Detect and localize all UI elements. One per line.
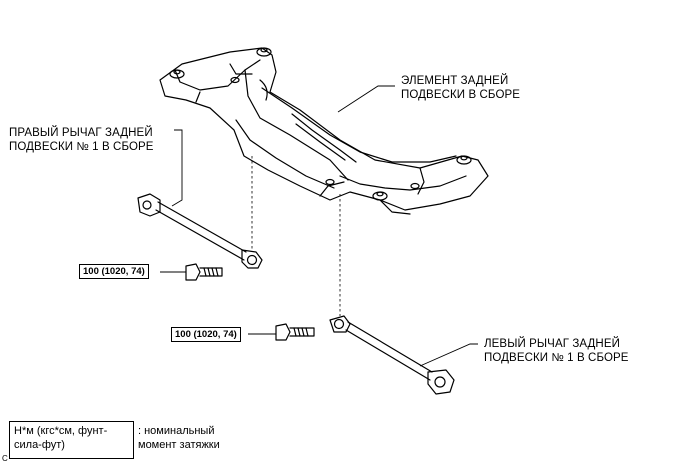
rear-member-drawing [159,47,489,215]
left-arm-label: ЛЕВЫЙ РЫЧАГ ЗАДНЕЙ ПОДВЕСКИ № 1 В СБОРЕ [484,337,629,365]
left-arm-label-line-1: ЛЕВЫЙ РЫЧАГ ЗАДНЕЙ [484,338,620,350]
legend-units-text: Н*м (кгс*см, фунт- сила-фут) [14,424,107,452]
legend-description-line-2: момент затяжки [138,439,220,451]
right-arm-label-line-2: ПОДВЕСКИ № 1 В СБОРЕ [9,141,154,153]
member-bushings [169,47,472,201]
legend-units-box: Н*м (кгс*см, фунт- сила-фут) [9,421,134,459]
left-arm-label-line-2: ПОДВЕСКИ № 1 В СБОРЕ [484,352,629,364]
right-arm-drawing [137,193,263,269]
rear-member-label-line-2: ПОДВЕСКИ В СБОРЕ [401,89,521,101]
legend-description-line-1: : номинальный [138,425,215,437]
legend-units-line-1: Н*м (кгс*см, фунт- [14,425,108,437]
right-arm-label-line-1: ПРАВЫЙ РЫЧАГ ЗАДНЕЙ [9,127,153,139]
left-arm-drawing [329,315,455,395]
legend-units-line-2: сила-фут) [14,439,65,451]
rear-member-label: ЭЛЕМЕНТ ЗАДНЕЙ ПОДВЕСКИ В СБОРЕ [401,74,520,102]
right-arm-leader [171,129,183,207]
upper-bolt-drawing [185,263,223,281]
lower-torque-spec: 100 (1020, 74) [171,327,241,342]
right-arm-label: ПРАВЫЙ РЫЧАГ ЗАДНЕЙ ПОДВЕСКИ № 1 В СБОРЕ [9,126,154,154]
left-arm-leader [419,343,478,367]
member-leader [337,85,395,113]
legend-description: : номинальный момент затяжки [138,424,220,452]
upper-torque-spec: 100 (1020, 74) [79,264,149,279]
corner-mark: C [2,454,8,463]
lower-bolt-drawing [275,323,315,341]
rear-member-label-line-1: ЭЛЕМЕНТ ЗАДНЕЙ [401,75,509,87]
